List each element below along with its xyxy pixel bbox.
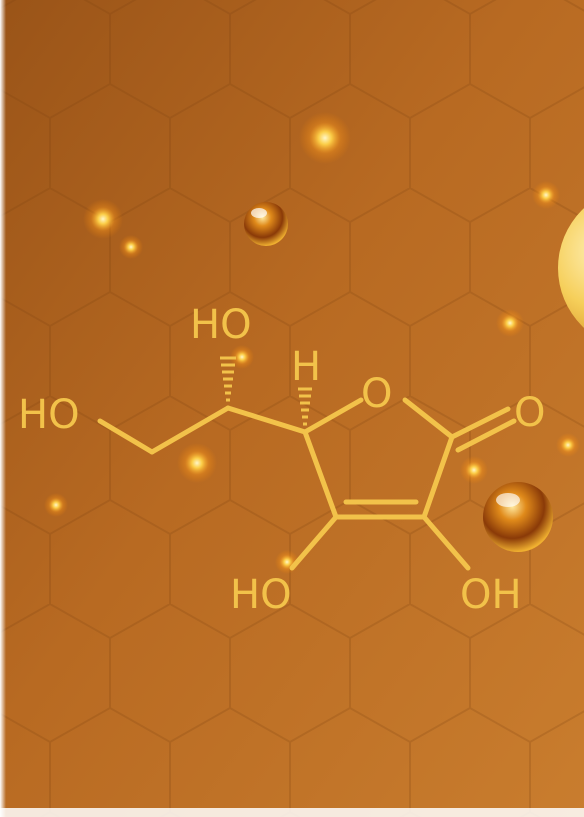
bond (449, 406, 511, 440)
bond (402, 397, 455, 440)
sphere-small (244, 202, 288, 246)
atom-labels: HO HO H O O HO OH (18, 302, 545, 618)
label-ho-bottom: HO (230, 572, 292, 618)
label-ho-left: HO (18, 392, 80, 438)
spheres (244, 202, 584, 552)
glow-particle (460, 456, 488, 484)
glow-particle (83, 199, 123, 239)
glow-particle (496, 309, 524, 337)
sphere-large-partial (558, 208, 584, 328)
glow-particle (532, 181, 560, 209)
glow-particle (44, 493, 68, 517)
label-ho-top: HO (190, 302, 252, 348)
bond (455, 418, 517, 453)
bond (302, 429, 339, 520)
sphere-highlight (496, 493, 520, 507)
label-o-ring: O (361, 371, 392, 417)
hashed-bonds (220, 356, 312, 426)
molecule-bonds (97, 397, 517, 571)
label-oh-bottom: OH (460, 572, 522, 618)
bond (302, 397, 364, 435)
bond (421, 434, 455, 520)
glow-particle (177, 443, 217, 483)
bottom-white-edge (0, 808, 584, 817)
bond (149, 405, 231, 455)
bond (97, 418, 155, 455)
bond (225, 405, 308, 435)
glow-particle (299, 112, 351, 164)
glow-particle (230, 345, 254, 369)
label-h-top: H (291, 344, 321, 390)
glow-particle (119, 235, 143, 259)
bond (421, 514, 471, 571)
glow-particles (44, 112, 580, 574)
sphere-highlight (251, 208, 267, 218)
label-o-carbonyl: O (514, 390, 545, 436)
glow-particle (556, 433, 580, 457)
sphere-medium (483, 482, 553, 552)
bond (289, 514, 339, 571)
left-white-edge (0, 0, 6, 817)
